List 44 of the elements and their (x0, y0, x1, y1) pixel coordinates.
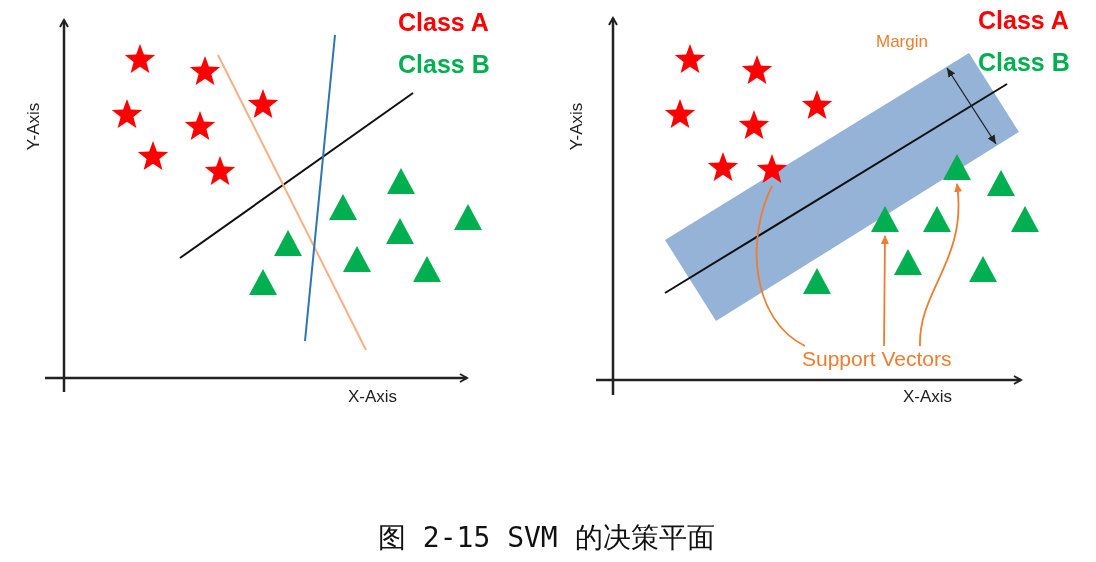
star-marker (741, 55, 773, 85)
annotation-text: Support Vectors (802, 344, 1008, 372)
triangle-marker (411, 254, 443, 284)
triangle-marker (921, 204, 953, 234)
leader-line (880, 235, 889, 347)
star-marker (189, 56, 221, 86)
axis-label: X-Axis (903, 388, 953, 405)
class-label: Class A (398, 10, 489, 35)
triangle-marker (801, 266, 833, 296)
caption: 图 2-15 SVM 的决策平面 (378, 524, 715, 552)
triangle-marker (869, 204, 901, 234)
star-marker (707, 152, 739, 182)
triangle-marker (385, 166, 417, 196)
triangle-marker (247, 267, 279, 297)
triangle-marker (384, 216, 416, 246)
star-marker (738, 110, 770, 140)
triangle-marker (967, 254, 999, 284)
axis-label: X-Axis (348, 388, 398, 405)
triangle-marker (941, 152, 973, 182)
axis-label: Y-Axis (25, 102, 43, 151)
triangle-marker (1009, 204, 1041, 234)
star-marker (664, 99, 696, 129)
star-marker (124, 44, 156, 74)
class-label: Class B (978, 50, 1070, 75)
star-marker (184, 111, 216, 141)
triangle-marker (892, 247, 924, 277)
triangle-marker (452, 202, 484, 232)
star-marker (247, 89, 279, 119)
star-marker (801, 90, 833, 120)
triangle-marker (272, 228, 304, 258)
star-marker (674, 44, 706, 74)
class-label: Class B (398, 52, 490, 77)
class-label: Class A (978, 8, 1069, 33)
margin-label: Margin (876, 33, 928, 50)
axis-label: Y-Axis (568, 102, 586, 151)
triangle-marker (341, 244, 373, 274)
leader-line (919, 183, 962, 347)
star-marker (204, 156, 236, 186)
triangle-marker (985, 168, 1017, 198)
star-marker (137, 141, 169, 171)
triangle-marker (327, 192, 359, 222)
leader-line (755, 185, 806, 347)
star-marker (111, 99, 143, 129)
star-marker (756, 154, 788, 184)
